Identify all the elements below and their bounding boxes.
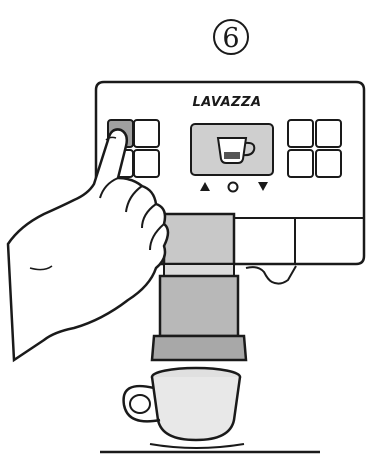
step-number: 6 <box>222 23 239 54</box>
selection-button[interactable] <box>316 150 341 177</box>
selection-button[interactable] <box>316 120 341 147</box>
selection-button[interactable] <box>134 120 159 147</box>
brand-logo: LAVAZZA <box>192 95 261 110</box>
display-screen <box>191 124 273 175</box>
selection-button[interactable] <box>134 150 159 177</box>
selection-button[interactable] <box>288 150 313 177</box>
espresso-cup <box>124 368 244 448</box>
selection-button[interactable] <box>288 120 313 147</box>
step-badge: 6 <box>214 20 248 54</box>
